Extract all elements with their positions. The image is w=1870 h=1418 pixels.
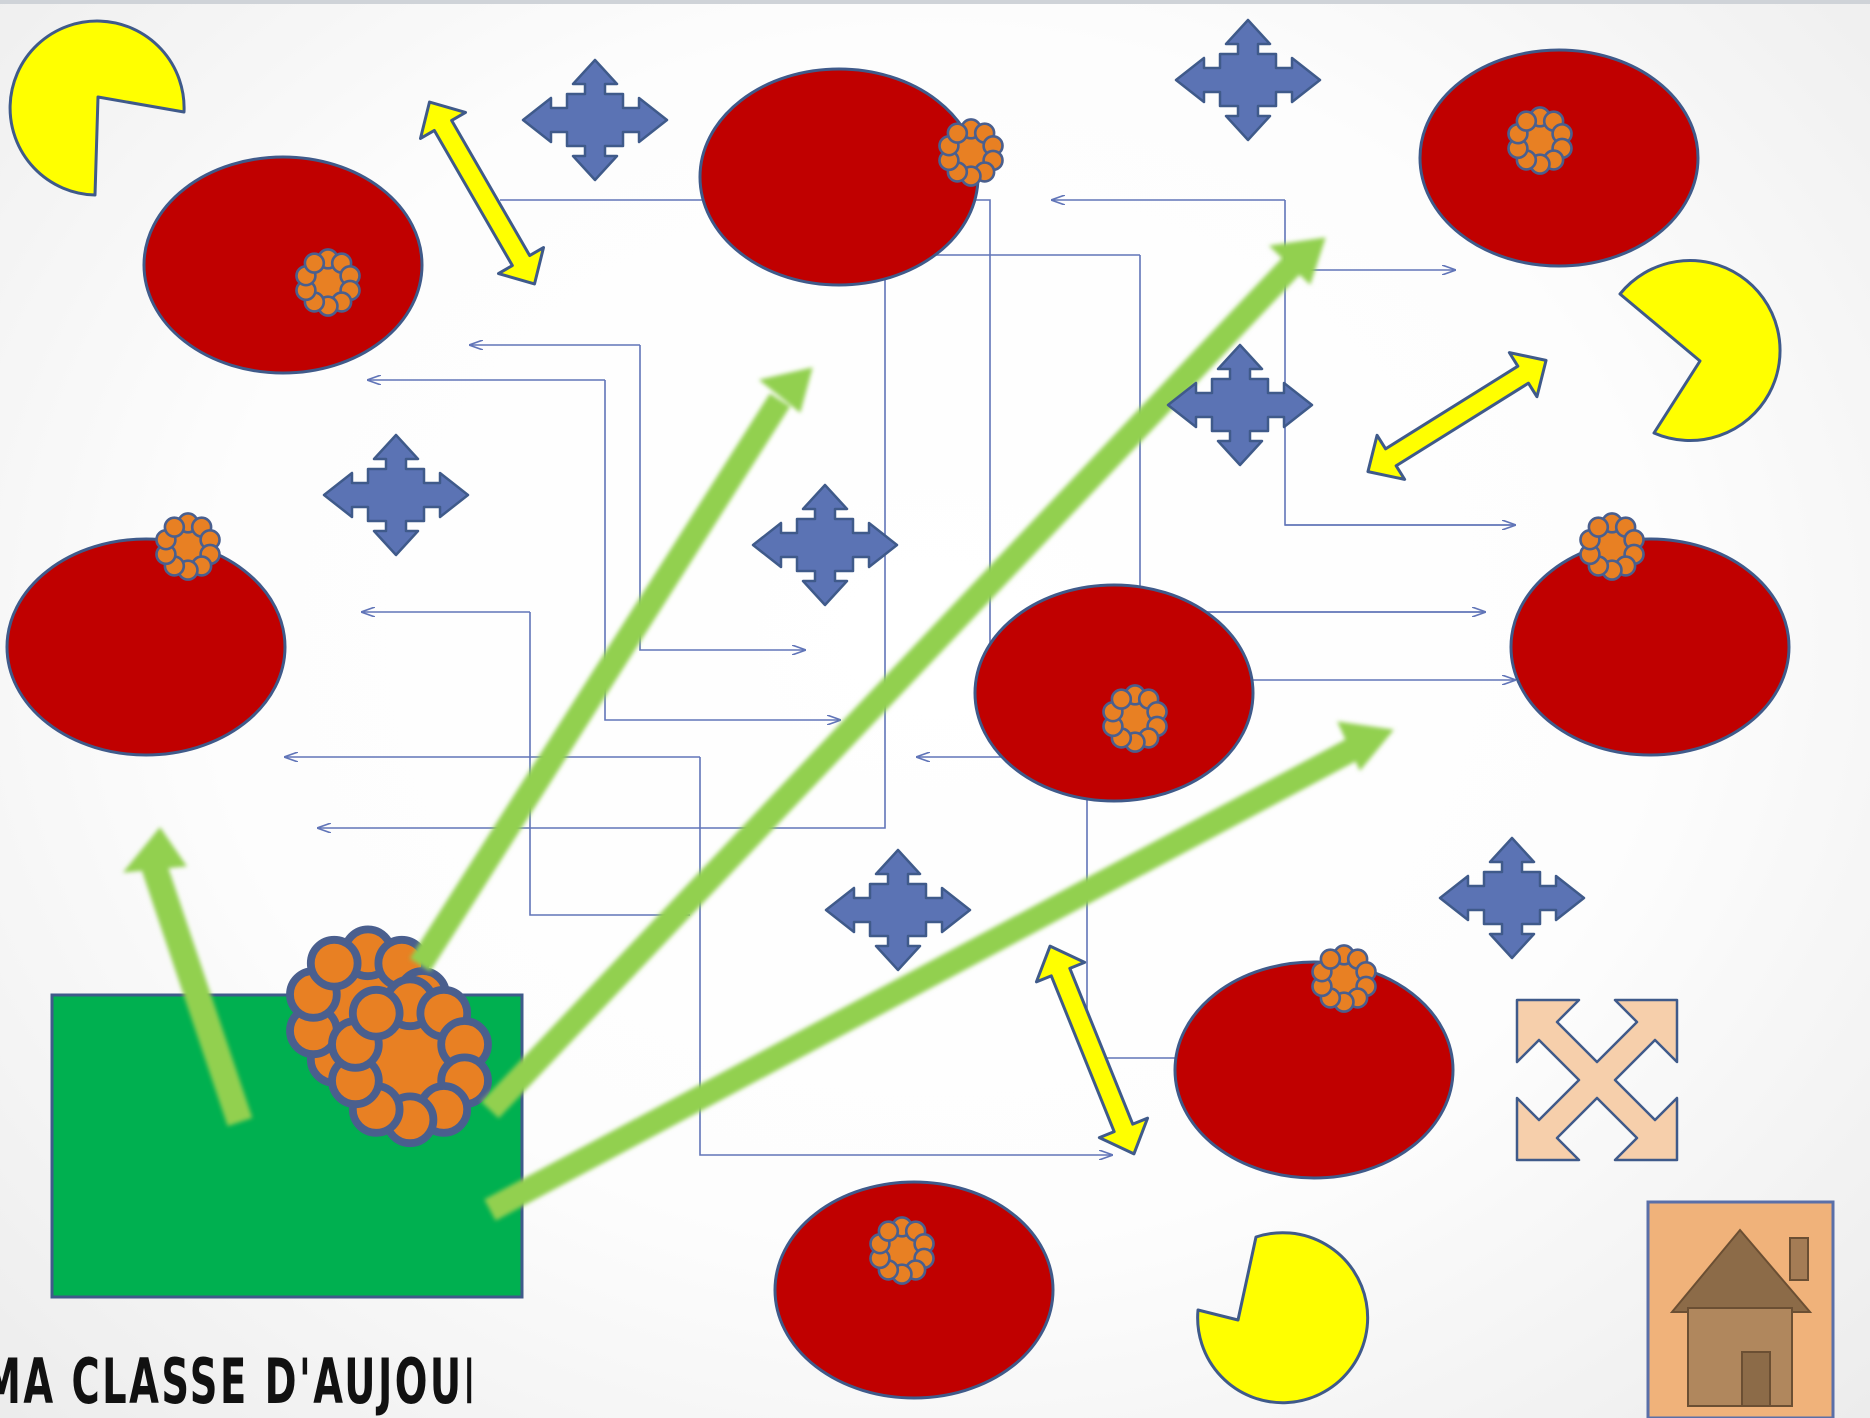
four-way-arrow-icon	[324, 435, 468, 555]
slide-caption: MA CLASSE D'AUJOURD'HUI	[0, 1345, 471, 1418]
double-arrow	[1026, 936, 1158, 1163]
table	[700, 69, 978, 285]
four-way-arrow-icon	[753, 485, 897, 605]
student-head	[1509, 107, 1572, 173]
pacman-icon	[1620, 261, 1780, 441]
student-head	[1313, 945, 1376, 1011]
student-head	[871, 1217, 934, 1283]
student-head	[1581, 513, 1644, 579]
student-head	[940, 119, 1003, 185]
table	[1511, 539, 1789, 755]
double-arrow	[1354, 338, 1560, 493]
student-head	[157, 513, 220, 579]
home-button[interactable]	[1648, 1202, 1833, 1418]
table	[7, 539, 285, 755]
table	[1175, 962, 1453, 1178]
four-way-arrow-icon	[1176, 20, 1320, 140]
four-way-arrow-icon	[523, 60, 667, 180]
table	[775, 1182, 1053, 1398]
student-head	[297, 249, 360, 315]
pacman-icon	[10, 21, 184, 195]
four-way-arrow-icon	[1440, 838, 1584, 958]
pacman-icon	[1198, 1233, 1368, 1403]
table	[144, 157, 422, 373]
expand-arrows-icon[interactable]	[1517, 1000, 1677, 1160]
student-head	[1104, 685, 1167, 751]
teacher-head	[332, 979, 488, 1143]
